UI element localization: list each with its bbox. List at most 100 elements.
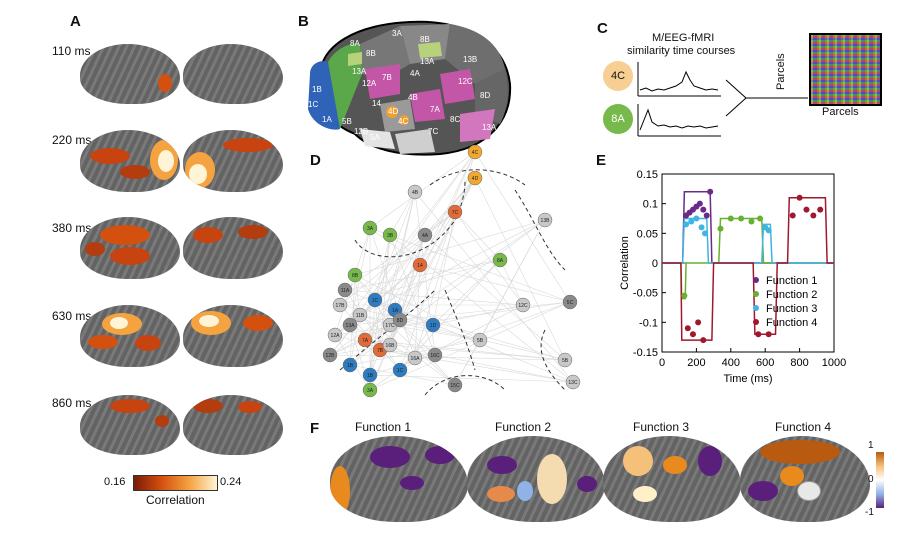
svg-text:7A: 7A bbox=[430, 105, 440, 114]
svg-text:4C: 4C bbox=[472, 150, 479, 156]
brain-function-2 bbox=[467, 436, 605, 522]
svg-text:1C: 1C bbox=[397, 368, 404, 374]
svg-text:12A: 12A bbox=[362, 79, 377, 88]
svg-text:3A: 3A bbox=[367, 226, 374, 232]
svg-text:14: 14 bbox=[372, 99, 381, 108]
y-axis-label: Correlation bbox=[619, 236, 631, 290]
series-point bbox=[700, 206, 707, 213]
svg-text:1A: 1A bbox=[392, 308, 399, 314]
network-node: 1C bbox=[392, 362, 408, 378]
network-node: 7A bbox=[357, 332, 373, 348]
svg-text:16A: 16A bbox=[411, 356, 421, 362]
series-point bbox=[755, 331, 762, 338]
network-node: 8A bbox=[492, 252, 508, 268]
series-point bbox=[693, 215, 700, 222]
series-point bbox=[717, 225, 724, 232]
y-tick-label: -0.05 bbox=[633, 288, 658, 300]
colorbar-a-max: 0.24 bbox=[220, 476, 242, 488]
series-point bbox=[688, 218, 695, 225]
svg-text:12B: 12B bbox=[354, 127, 368, 136]
svg-text:4B: 4B bbox=[412, 190, 419, 196]
series-point bbox=[703, 212, 710, 219]
svg-text:8B: 8B bbox=[352, 273, 359, 279]
panel-letter-b: B bbox=[298, 13, 309, 30]
svg-text:13A: 13A bbox=[352, 67, 367, 76]
y-tick-label: 0.15 bbox=[637, 169, 658, 181]
series-point bbox=[803, 206, 810, 213]
brain-lateral-860 bbox=[80, 395, 180, 455]
legend-label: Function 2 bbox=[766, 289, 817, 301]
brain-medial-860 bbox=[183, 395, 283, 455]
network-node: 1B bbox=[362, 367, 378, 383]
network-node: 3A bbox=[362, 220, 378, 236]
svg-text:3B: 3B bbox=[387, 233, 394, 239]
x-tick-label: 0 bbox=[659, 357, 665, 369]
svg-text:8A: 8A bbox=[350, 39, 360, 48]
svg-text:4D: 4D bbox=[388, 107, 398, 116]
x-axis-label: Time (ms) bbox=[723, 373, 772, 385]
svg-text:7C: 7C bbox=[428, 127, 438, 136]
network-node: 16C bbox=[427, 347, 443, 363]
series-point bbox=[757, 215, 764, 222]
network-node: 15C bbox=[447, 377, 463, 393]
x-tick-label: 600 bbox=[756, 357, 774, 369]
svg-text:13B: 13B bbox=[541, 218, 551, 224]
panel-letter-d: D bbox=[310, 152, 321, 169]
series-point bbox=[748, 218, 755, 225]
brain-medial-380 bbox=[183, 217, 283, 279]
legend-marker bbox=[753, 277, 759, 283]
svg-text:4C: 4C bbox=[398, 117, 408, 126]
connectivity-matrix bbox=[809, 33, 882, 106]
network-node: 5B bbox=[557, 352, 573, 368]
series-point bbox=[765, 227, 772, 234]
svg-text:4A: 4A bbox=[410, 69, 420, 78]
colorbar-f-max: 1 bbox=[868, 440, 874, 451]
series-point bbox=[810, 212, 817, 219]
y-tick-label: 0.05 bbox=[637, 228, 658, 240]
brain-lateral-110 bbox=[80, 44, 180, 104]
series-point bbox=[738, 215, 745, 222]
svg-text:4A: 4A bbox=[422, 233, 429, 239]
network-node: 3B bbox=[382, 227, 398, 243]
legend-label: Function 4 bbox=[766, 317, 817, 329]
panel-letter-c: C bbox=[597, 20, 608, 37]
svg-text:12C: 12C bbox=[458, 77, 473, 86]
svg-text:11B: 11B bbox=[356, 313, 365, 319]
svg-text:1B: 1B bbox=[312, 85, 322, 94]
legend-marker bbox=[753, 291, 759, 297]
svg-text:7A: 7A bbox=[362, 338, 369, 344]
brain-function-1 bbox=[330, 436, 468, 522]
svg-text:15C: 15C bbox=[450, 383, 460, 389]
svg-text:8B: 8B bbox=[420, 35, 430, 44]
svg-text:1D: 1D bbox=[430, 323, 437, 329]
series-point bbox=[698, 224, 705, 231]
colorbar-f bbox=[876, 452, 884, 508]
panel-letter-f: F bbox=[310, 420, 320, 437]
network-node: 11A bbox=[337, 282, 353, 298]
series-point bbox=[684, 325, 691, 332]
svg-text:1B: 1B bbox=[367, 373, 374, 379]
brain-function-4 bbox=[740, 436, 870, 522]
network-node: 11B bbox=[352, 307, 368, 323]
legend-marker bbox=[753, 319, 759, 325]
brain-medial-110 bbox=[183, 44, 283, 104]
network-node: 12A bbox=[327, 327, 343, 343]
svg-text:3A: 3A bbox=[367, 388, 374, 394]
series-point bbox=[683, 221, 690, 228]
svg-text:16B: 16B bbox=[386, 343, 396, 349]
network-node: 16A bbox=[407, 350, 423, 366]
series-point bbox=[696, 200, 703, 207]
function-1-title: Function 1 bbox=[355, 420, 412, 434]
svg-text:12B: 12B bbox=[326, 353, 336, 359]
svg-text:1C: 1C bbox=[372, 298, 379, 304]
parcels-axis-y: Parcels bbox=[775, 53, 787, 90]
svg-text:5A: 5A bbox=[370, 133, 380, 142]
svg-text:5B: 5B bbox=[342, 117, 352, 126]
network-node: 13C bbox=[565, 374, 581, 390]
svg-text:8C: 8C bbox=[450, 115, 460, 124]
svg-text:12A: 12A bbox=[331, 333, 341, 339]
svg-text:7C: 7C bbox=[452, 210, 459, 216]
svg-text:8B: 8B bbox=[366, 49, 376, 58]
network-node: 4C bbox=[467, 144, 483, 160]
